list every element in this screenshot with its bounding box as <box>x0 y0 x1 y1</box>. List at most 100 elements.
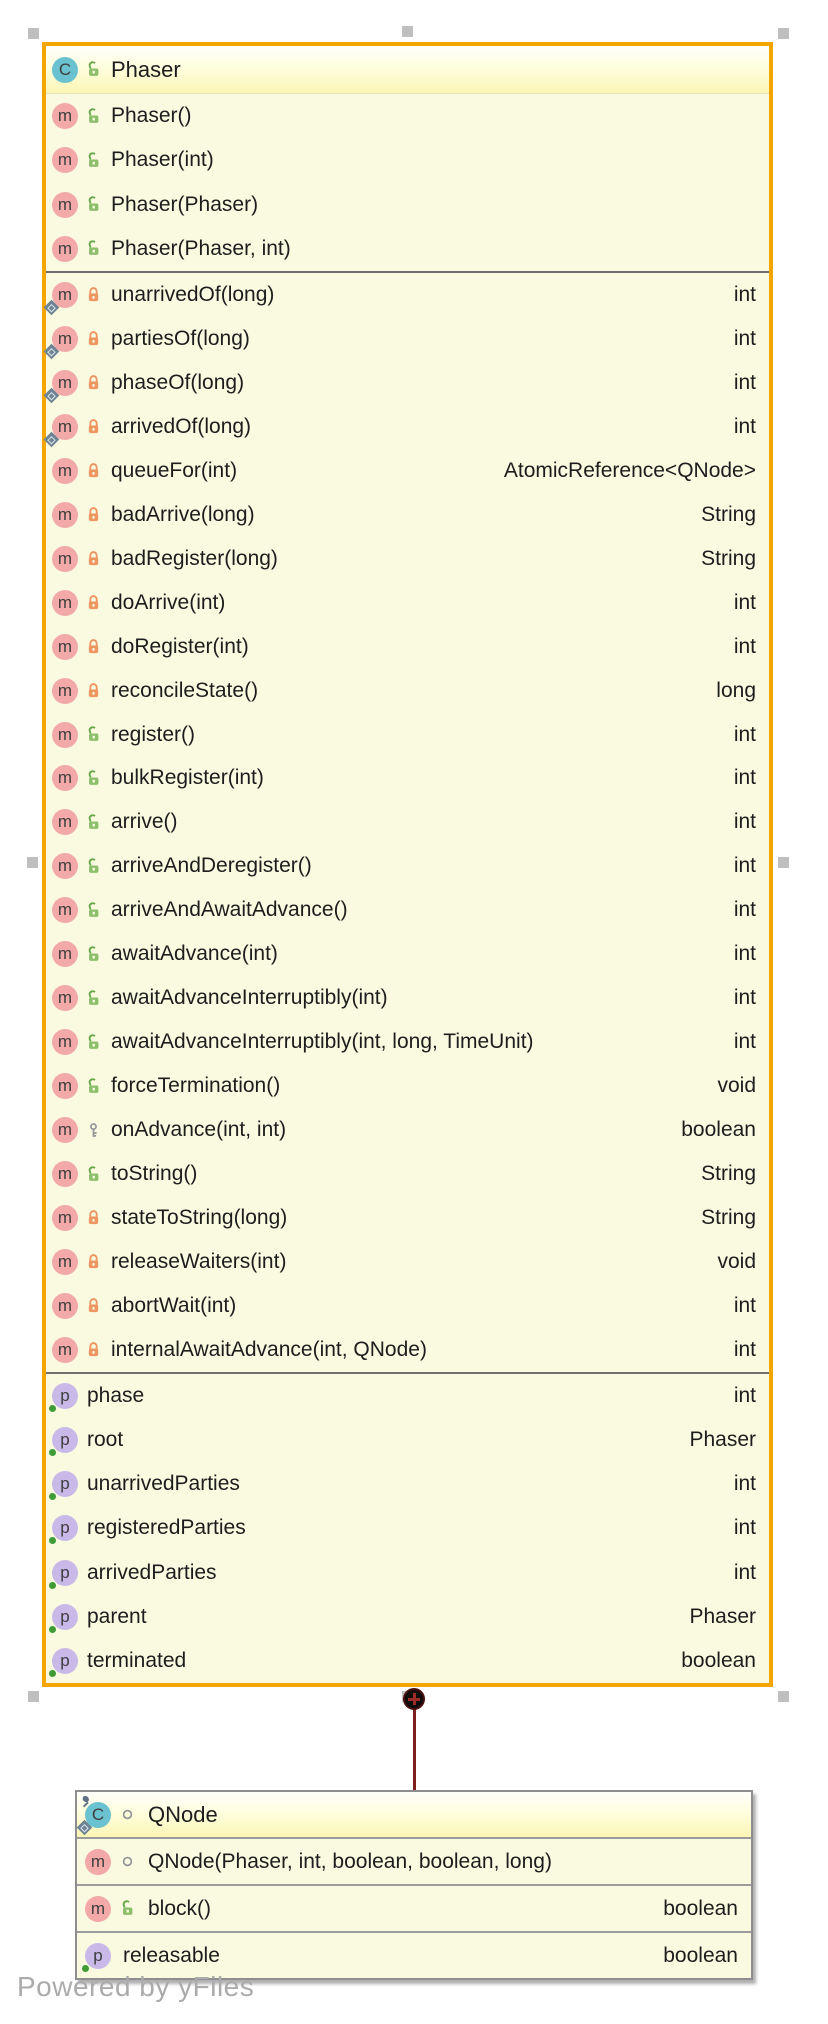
property-row[interactable]: registeredParties int <box>46 1506 769 1550</box>
constructor-row[interactable]: Phaser() <box>46 94 769 138</box>
method-row[interactable]: badRegister(long) String <box>46 537 769 581</box>
open-lock-icon <box>85 814 102 831</box>
member-name: QNode(Phaser, int, boolean, boolean, lon… <box>148 1849 552 1873</box>
property-row[interactable]: phase int <box>46 1374 769 1418</box>
property-icon <box>48 1383 78 1414</box>
property-section: releasable boolean <box>77 1931 751 1978</box>
open-lock-icon <box>85 240 102 257</box>
member-return-type: int <box>733 766 756 790</box>
property-icon <box>48 1471 78 1502</box>
method-icon <box>52 545 78 572</box>
member-name: Phaser() <box>111 104 192 128</box>
member-name: arriveAndDeregister() <box>111 854 312 878</box>
closed-lock-icon <box>85 374 102 391</box>
method-row[interactable]: doRegister(int) int <box>46 625 769 669</box>
method-row[interactable]: block() boolean <box>77 1886 751 1931</box>
method-row[interactable]: arriveAndDeregister() int <box>46 844 769 888</box>
property-row[interactable]: arrivedParties int <box>46 1551 769 1595</box>
method-row[interactable]: awaitAdvanceInterruptibly(int) int <box>46 976 769 1020</box>
property-row[interactable]: terminated boolean <box>46 1639 769 1683</box>
member-name: root <box>87 1428 124 1452</box>
method-icon <box>85 1848 111 1875</box>
method-row[interactable]: reconcileState() long <box>46 669 769 713</box>
member-name: badArrive(long) <box>111 502 255 526</box>
method-row[interactable]: arrivedOf(long) int <box>43 405 769 449</box>
method-icon <box>52 457 78 484</box>
method-row[interactable]: arriveAndAwaitAdvance() int <box>46 888 769 932</box>
method-row[interactable]: badArrive(long) String <box>46 493 769 537</box>
class-node-qnode[interactable]: QNode QNode(Phaser, int, boolean, boolea… <box>75 1790 753 1980</box>
method-row[interactable]: register() int <box>46 713 769 757</box>
method-row[interactable]: abortWait(int) int <box>46 1284 769 1328</box>
member-type: Phaser <box>689 1604 756 1628</box>
member-name: arriveAndAwaitAdvance() <box>111 898 348 922</box>
green-dot-icon <box>48 1580 57 1590</box>
key-icon <box>85 1122 102 1139</box>
closed-lock-icon <box>85 1209 102 1226</box>
method-row[interactable]: stateToString(long) String <box>46 1196 769 1240</box>
yfiles-watermark: Powered by yFiles <box>17 1971 255 2002</box>
member-return-type: int <box>733 590 756 614</box>
method-row[interactable]: toString() String <box>46 1152 769 1196</box>
member-return-type: int <box>733 942 756 966</box>
class-node-phaser[interactable]: Phaser Phaser() <box>42 42 773 1687</box>
member-name: abortWait(int) <box>111 1293 237 1317</box>
member-name: phase <box>87 1384 145 1408</box>
member-type: int <box>733 1560 756 1584</box>
aggregation-edge[interactable] <box>413 1709 416 1791</box>
green-dot-icon <box>48 1624 57 1634</box>
method-row[interactable]: unarrivedOf(long) int <box>43 273 769 317</box>
method-icon <box>52 589 78 616</box>
method-row[interactable]: forceTermination() void <box>46 1064 769 1108</box>
method-row[interactable]: doArrive(int) int <box>46 581 769 625</box>
method-row[interactable]: internalAwaitAdvance(int, QNode) int <box>46 1328 769 1372</box>
selection-handle-mid-right[interactable] <box>778 857 789 868</box>
member-name: Phaser(Phaser, int) <box>111 236 291 260</box>
member-return-type: boolean <box>663 1896 738 1920</box>
member-return-type: int <box>733 810 756 834</box>
method-row[interactable]: awaitAdvance(int) int <box>46 932 769 976</box>
constructor-row[interactable]: QNode(Phaser, int, boolean, boolean, lon… <box>77 1839 751 1884</box>
member-name: phaseOf(long) <box>111 370 245 394</box>
selection-handle-top-left[interactable] <box>28 28 39 39</box>
selection-handle-bottom-right[interactable] <box>778 1691 789 1702</box>
method-icon <box>52 147 78 174</box>
closed-lock-icon <box>85 550 102 567</box>
constructor-row[interactable]: Phaser(Phaser) <box>46 183 769 227</box>
method-row[interactable]: awaitAdvanceInterruptibly(int, long, Tim… <box>46 1020 769 1064</box>
qnode-class-header[interactable]: QNode <box>76 1792 751 1837</box>
method-row[interactable]: bulkRegister(int) int <box>46 756 769 800</box>
method-row[interactable]: onAdvance(int, int) boolean <box>46 1108 769 1152</box>
method-row[interactable]: arrive() int <box>46 800 769 844</box>
open-lock-icon <box>85 1033 102 1051</box>
member-return-type: String <box>701 502 756 526</box>
selection-handle-top-center[interactable] <box>402 26 413 37</box>
static-diamond-icon <box>76 1819 93 1835</box>
method-row[interactable]: releaseWaiters(int) void <box>46 1240 769 1284</box>
method-icon <box>52 1161 78 1188</box>
member-type: boolean <box>681 1648 756 1672</box>
method-icon <box>52 1292 78 1319</box>
constructor-row[interactable]: Phaser(Phaser, int) <box>46 227 769 271</box>
aggregation-plus-icon[interactable] <box>403 1688 425 1710</box>
pin-icon <box>76 1794 92 1810</box>
green-dot-icon <box>48 1668 57 1678</box>
constructor-row[interactable]: Phaser(int) <box>46 138 769 182</box>
property-row[interactable]: unarrivedParties int <box>46 1462 769 1506</box>
property-row[interactable]: parent Phaser <box>46 1595 769 1639</box>
selection-handle-top-right[interactable] <box>778 28 789 39</box>
method-row[interactable]: partiesOf(long) int <box>43 317 769 361</box>
property-row[interactable]: root Phaser <box>46 1418 769 1462</box>
method-icon <box>52 1117 78 1144</box>
selection-handle-bottom-left[interactable] <box>28 1691 39 1702</box>
method-row[interactable]: queueFor(int) AtomicReference<QNode> <box>46 449 769 493</box>
property-row[interactable]: releasable boolean <box>77 1933 751 1978</box>
member-name: reconcileState() <box>111 678 259 702</box>
property-icon <box>81 1942 111 1973</box>
selection-handle-mid-left[interactable] <box>27 857 38 868</box>
member-return-type: int <box>733 282 756 306</box>
method-row[interactable]: phaseOf(long) int <box>43 361 769 405</box>
phaser-class-header[interactable]: Phaser <box>46 46 769 94</box>
member-name: Phaser(int) <box>111 148 214 172</box>
